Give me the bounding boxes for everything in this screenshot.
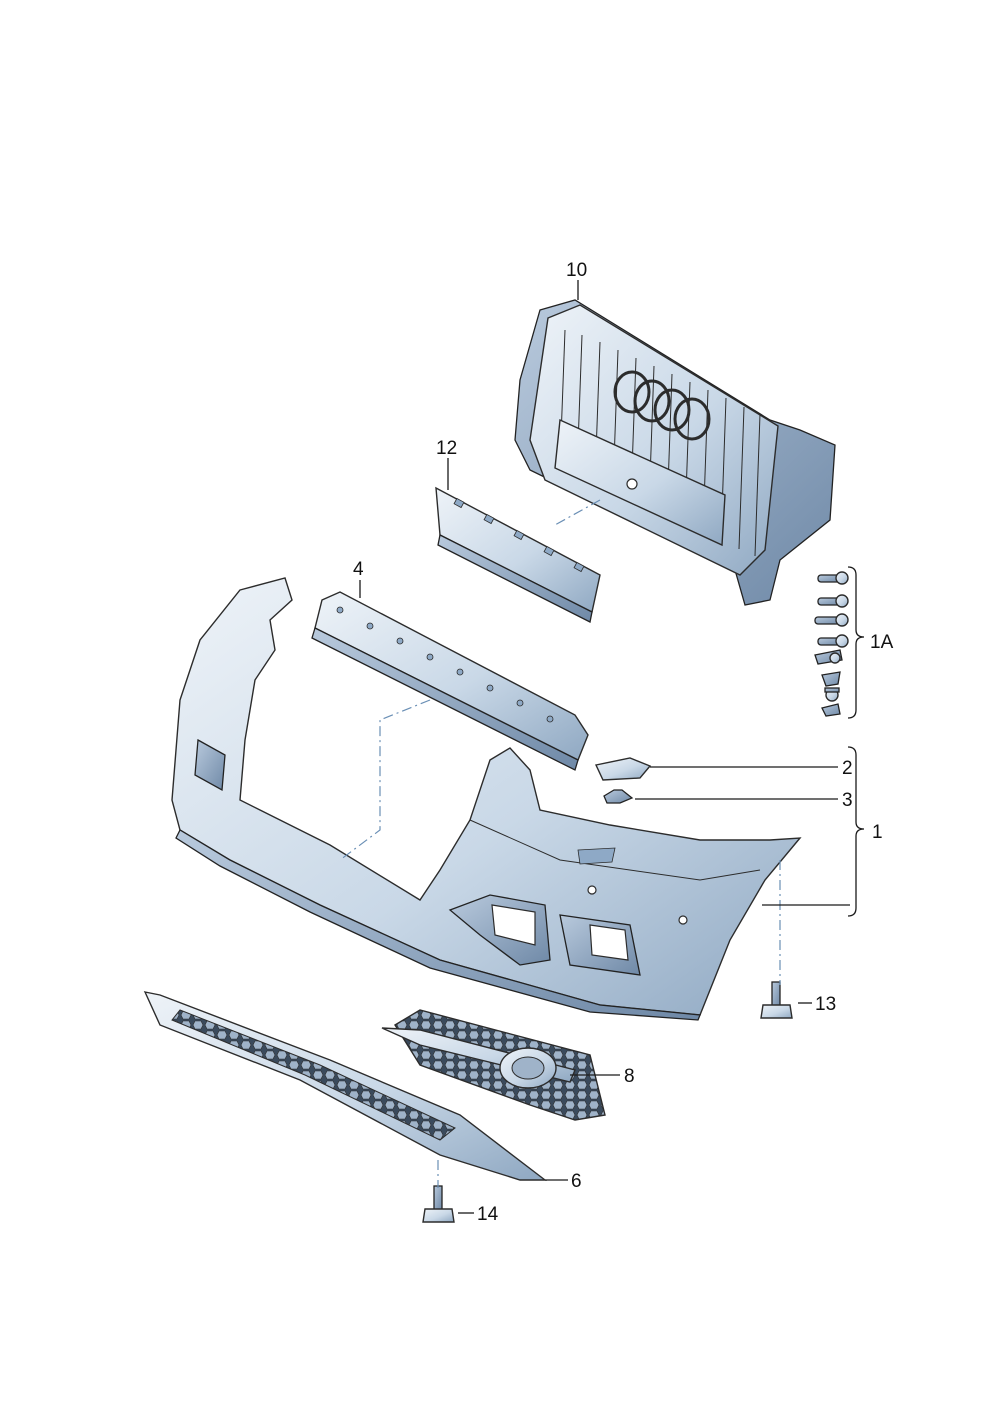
fog-light-openings: [194, 738, 641, 976]
fog-lamp-grille: [381, 1009, 606, 1121]
fastener-set: [814, 571, 849, 717]
bolt-14: [422, 1185, 455, 1223]
callout-labels: 10 12 4 1A 2 3 1 13 8 6 14: [353, 260, 894, 1225]
callout-12: 12: [436, 438, 457, 459]
four-rings-emblem: [613, 370, 711, 441]
callout-14: 14: [477, 1204, 499, 1225]
bracket-slots: [453, 497, 585, 573]
bumper-support-strip: [311, 591, 589, 771]
support-strip-clips: [336, 606, 554, 723]
group-brackets: [847, 566, 865, 917]
headlight-washer-cap: [594, 757, 652, 781]
callout-13: 13: [815, 994, 836, 1015]
lower-grille-strip: [143, 991, 548, 1181]
callout-3: 3: [842, 790, 853, 811]
callout-8: 8: [624, 1066, 635, 1087]
bolt-13: [760, 981, 793, 1019]
license-plate-bracket: [435, 486, 601, 623]
leader-lines: [359, 280, 850, 1214]
bumper-cover: [171, 577, 802, 1021]
sensor-holes: [587, 885, 688, 925]
radiator-grille: [514, 299, 836, 606]
callout-1a: 1A: [870, 632, 894, 653]
callout-2: 2: [842, 758, 853, 779]
callout-6: 6: [571, 1171, 582, 1192]
callout-4: 4: [353, 559, 364, 580]
callout-10: 10: [566, 260, 587, 281]
callout-1: 1: [872, 822, 883, 843]
assembly-axis-lines: [339, 499, 781, 1188]
retaining-clip: [603, 789, 634, 804]
